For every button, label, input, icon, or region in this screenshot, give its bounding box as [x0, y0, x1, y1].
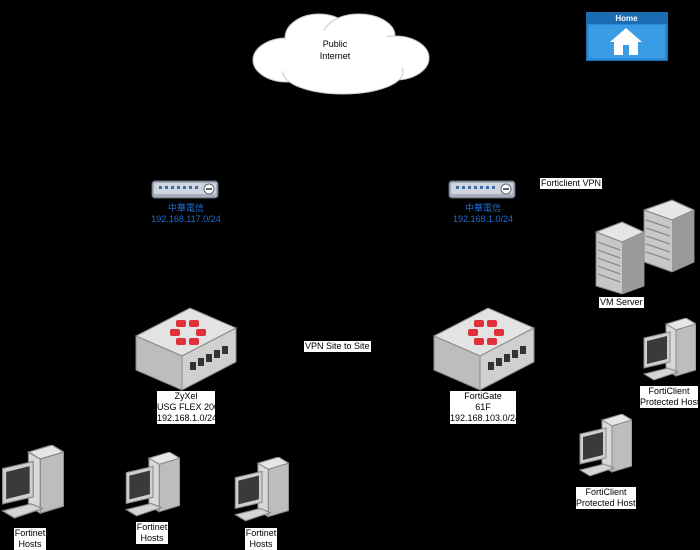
- fortinet-hosts-3-line2: Hosts: [249, 539, 273, 549]
- fortigate-label: FortiGate 61F 192.168.103.0/24: [450, 391, 521, 424]
- zyxel-label-line3: 192.168.1.0/24: [157, 413, 218, 423]
- modem-left-label: 中華電信 192.168.117.0/24: [146, 203, 226, 225]
- zyxel-label-line2: USG FLEX 200: [157, 402, 220, 412]
- fortinet-hosts-1-line2: Hosts: [18, 539, 42, 549]
- modem-right-icon: [448, 180, 516, 199]
- fortinet-pc-2-icon: [124, 452, 180, 517]
- fortinet-hosts-1-label: Fortinet Hosts: [14, 528, 46, 550]
- forticlient-pc-right-icon: [642, 318, 696, 381]
- fortinet-hosts-2-line2: Hosts: [140, 533, 164, 543]
- forticlient-hosts-right-line2: Protected Hosts: [640, 397, 700, 407]
- home-icon: [610, 28, 642, 55]
- modem-right-label-line1: 中華電信: [464, 203, 501, 213]
- home-title: Home: [615, 14, 638, 23]
- cloud-label-line1: Public: [322, 39, 348, 49]
- vpn-site-to-site-label: VPN Site to Site: [304, 341, 371, 352]
- fortigate-firewall-icon: [432, 307, 536, 391]
- zyxel-label-line1: ZyXel: [174, 391, 198, 401]
- modem-left-icon: [151, 180, 219, 199]
- fortigate-label-line2: 61F: [475, 402, 491, 412]
- forticlient-hosts-bottom-line1: FortiClient: [585, 487, 627, 497]
- fortinet-pc-1-icon: [1, 445, 64, 519]
- forticlient-hosts-right-line1: FortiClient: [648, 386, 690, 396]
- forticlient-hosts-right-label: FortiClient Protected Hosts: [640, 386, 700, 408]
- fortinet-hosts-2-line1: Fortinet: [136, 522, 168, 532]
- fortinet-pc-3-icon: [233, 457, 289, 522]
- fortinet-hosts-3-line1: Fortinet: [245, 528, 277, 538]
- cloud-label-line2: Internet: [319, 51, 351, 61]
- vm-server-label: VM Server: [599, 297, 644, 308]
- fortigate-label-line3: 192.168.103.0/24: [450, 413, 521, 423]
- zyxel-label: ZyXel USG FLEX 200 192.168.1.0/24: [157, 391, 220, 424]
- forticlient-vpn-label: Forticlient VPN: [540, 178, 603, 189]
- forticlient-pc-bottom-icon: [578, 414, 632, 477]
- zyxel-firewall-icon: [134, 307, 238, 391]
- fortinet-hosts-1-line1: Fortinet: [14, 528, 46, 538]
- cloud-label: Public Internet: [290, 38, 380, 62]
- fortinet-hosts-2-label: Fortinet Hosts: [136, 522, 168, 544]
- fortinet-hosts-3-label: Fortinet Hosts: [245, 528, 277, 550]
- modem-left-label-line2: 192.168.117.0/24: [151, 214, 221, 224]
- modem-left-label-line1: 中華電信: [167, 203, 204, 213]
- modem-right-label-line2: 192.168.1.0/24: [452, 214, 514, 224]
- vm-server-icon: [594, 199, 696, 295]
- forticlient-hosts-bottom-label: FortiClient Protected Hosts: [576, 487, 641, 509]
- public-internet-cloud: [252, 13, 430, 95]
- modem-right-label: 中華電信 192.168.1.0/24: [443, 203, 523, 225]
- fortigate-label-line1: FortiGate: [464, 391, 502, 401]
- forticlient-hosts-bottom-line2: Protected Hosts: [576, 498, 641, 508]
